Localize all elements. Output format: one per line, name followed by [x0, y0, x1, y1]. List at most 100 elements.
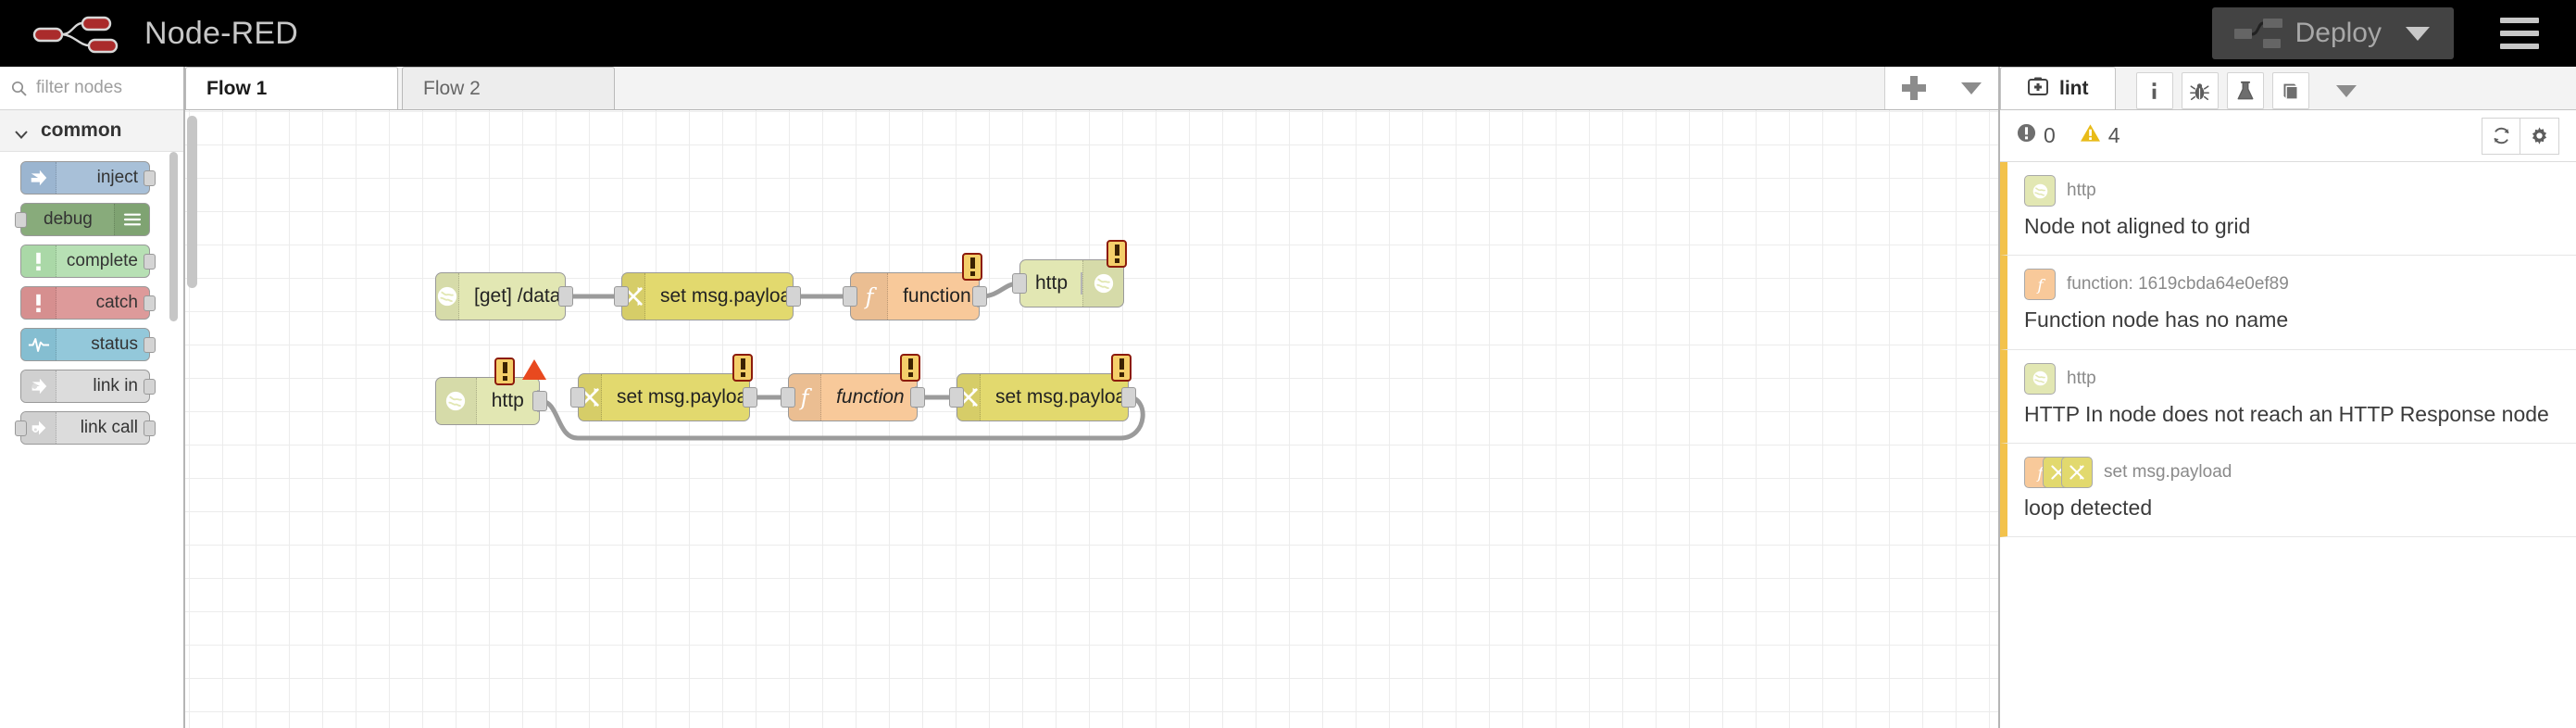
- flask-icon[interactable]: [2226, 72, 2264, 109]
- warning-count: 4: [2107, 123, 2120, 147]
- palette-node-complete[interactable]: complete: [20, 245, 156, 278]
- sidebar-tab-label: lint: [2059, 77, 2089, 99]
- node-red-logo-icon: [31, 13, 128, 54]
- palette-search-input[interactable]: filter nodes: [36, 78, 122, 97]
- lint-item-node-name: set msg.payload: [2104, 462, 2232, 483]
- palette-node-label: inject: [96, 168, 138, 187]
- lint-item-node-name: function: 1619cbda64e0ef89: [2067, 274, 2289, 295]
- lint-status-bar: 0 4: [2000, 110, 2576, 162]
- node-input-port[interactable]: [15, 420, 27, 436]
- sidebar-tab-lint[interactable]: lint: [2000, 67, 2116, 109]
- palette-scrollbar[interactable]: [169, 152, 178, 321]
- node-output-port[interactable]: [743, 387, 757, 408]
- node-output-port[interactable]: [910, 387, 925, 408]
- canvas-node-change-3[interactable]: set msg.payload: [949, 354, 1137, 421]
- lint-item-icons: f: [2024, 457, 2093, 489]
- lint-item-icons: [2024, 362, 2056, 395]
- node-warning-badge[interactable]: [1107, 240, 1127, 268]
- gear-icon[interactable]: [2520, 117, 2559, 155]
- canvas-node-change-2[interactable]: set msg.payload: [570, 354, 758, 421]
- node-output-port[interactable]: [144, 170, 156, 186]
- hamburger-menu-icon[interactable]: [2487, 0, 2552, 67]
- sidebar-tab-bar: lint: [2000, 67, 2576, 110]
- warning-count-group: 4: [2080, 123, 2120, 148]
- node-warning-badge[interactable]: [1111, 354, 1132, 382]
- node-label: set msg.payload: [995, 386, 1137, 408]
- first-aid-kit-icon: [2027, 76, 2049, 102]
- palette-node-label: link in: [93, 376, 138, 395]
- node-label: http: [1020, 272, 1083, 295]
- error-count-group: 0: [2017, 123, 2056, 148]
- palette-search-bar[interactable]: filter nodes: [0, 67, 183, 110]
- node-output-port[interactable]: [1121, 387, 1136, 408]
- lint-item[interactable]: f function: 1619cbda64e0ef89 Function no…: [2000, 256, 2576, 350]
- node-output-port[interactable]: [558, 286, 573, 307]
- node-input-port[interactable]: [15, 212, 27, 228]
- palette-node-status[interactable]: status: [20, 328, 156, 361]
- lint-item[interactable]: http Node not aligned to grid: [2000, 162, 2576, 257]
- node-input-port[interactable]: [781, 387, 795, 408]
- link-call-icon: [21, 412, 56, 444]
- palette-node-label: complete: [66, 251, 138, 270]
- globe-icon: [436, 378, 477, 424]
- node-warning-badge[interactable]: [962, 253, 982, 281]
- node-warning-badge[interactable]: [494, 358, 515, 385]
- node-label: function 1: [821, 386, 920, 408]
- node-input-port[interactable]: [570, 387, 585, 408]
- node-error-triangle-icon[interactable]: [522, 359, 546, 380]
- node-output-port[interactable]: [144, 295, 156, 311]
- canvas-node-http-in-1[interactable]: [get] /data: [435, 272, 573, 320]
- chevron-down-icon[interactable]: [2406, 26, 2430, 41]
- brand-title: Node-RED: [144, 15, 298, 51]
- palette-category-common[interactable]: common: [0, 110, 183, 152]
- book-icon[interactable]: [2271, 72, 2309, 109]
- palette-node-debug[interactable]: debug: [15, 203, 150, 236]
- canvas-node-function-1[interactable]: f function: [843, 253, 987, 320]
- node-label: function: [888, 285, 979, 308]
- canvas-node-http-in-2[interactable]: http: [435, 358, 547, 425]
- bug-icon[interactable]: [2181, 72, 2219, 109]
- node-input-port[interactable]: [843, 286, 857, 307]
- canvas-node-function-2[interactable]: f function 1: [781, 354, 925, 421]
- node-output-port[interactable]: [532, 391, 547, 411]
- lint-item[interactable]: f: [2000, 444, 2576, 538]
- palette-node-catch[interactable]: catch: [20, 286, 156, 320]
- lint-item-header: f function: 1619cbda64e0ef89: [2024, 269, 2559, 301]
- palette-node-link-call[interactable]: link call: [15, 411, 156, 445]
- node-warning-badge[interactable]: [900, 354, 920, 382]
- node-output-port[interactable]: [144, 379, 156, 395]
- flow-tab-flow-2[interactable]: Flow 2: [402, 67, 615, 109]
- lint-item[interactable]: http HTTP In node does not reach an HTTP…: [2000, 349, 2576, 445]
- node-input-port[interactable]: [614, 286, 629, 307]
- error-count: 0: [2044, 123, 2056, 147]
- node-label: set msg.payload: [660, 285, 802, 307]
- flow-canvas[interactable]: [get] /data set msg.payload: [185, 110, 1998, 728]
- deploy-button[interactable]: Deploy: [2211, 7, 2454, 59]
- right-sidebar: lint: [2000, 67, 2576, 728]
- node-output-port[interactable]: [972, 286, 987, 307]
- node-output-port[interactable]: [786, 286, 801, 307]
- plus-icon[interactable]: [1902, 76, 1926, 100]
- canvas-scrollbar[interactable]: [187, 116, 197, 288]
- flow-tab-flow-1[interactable]: Flow 1: [185, 67, 398, 109]
- chevron-down-icon[interactable]: [1961, 82, 1982, 94]
- debug-lines-icon: [114, 204, 149, 235]
- node-output-port[interactable]: [144, 254, 156, 270]
- canvas-node-change-1[interactable]: set msg.payload: [614, 272, 802, 320]
- info-icon[interactable]: [2135, 72, 2173, 109]
- node-warning-badge[interactable]: [732, 354, 753, 382]
- node-output-port[interactable]: [144, 337, 156, 353]
- node-input-port[interactable]: [1012, 273, 1027, 294]
- warning-triangle-icon: [2080, 123, 2101, 148]
- canvas-node-http-out-1[interactable]: http: [1012, 240, 1127, 308]
- node-input-port[interactable]: [949, 387, 964, 408]
- node-output-port[interactable]: [144, 420, 156, 436]
- lint-item-header: http: [2024, 175, 2559, 207]
- lint-results-list: http Node not aligned to grid f: [2000, 162, 2576, 728]
- palette-node-inject[interactable]: inject: [20, 161, 156, 195]
- search-icon: [11, 81, 27, 96]
- palette-node-link-in[interactable]: link in: [20, 370, 156, 403]
- chevron-down-icon[interactable]: [2335, 84, 2357, 97]
- refresh-icon[interactable]: [2482, 117, 2520, 155]
